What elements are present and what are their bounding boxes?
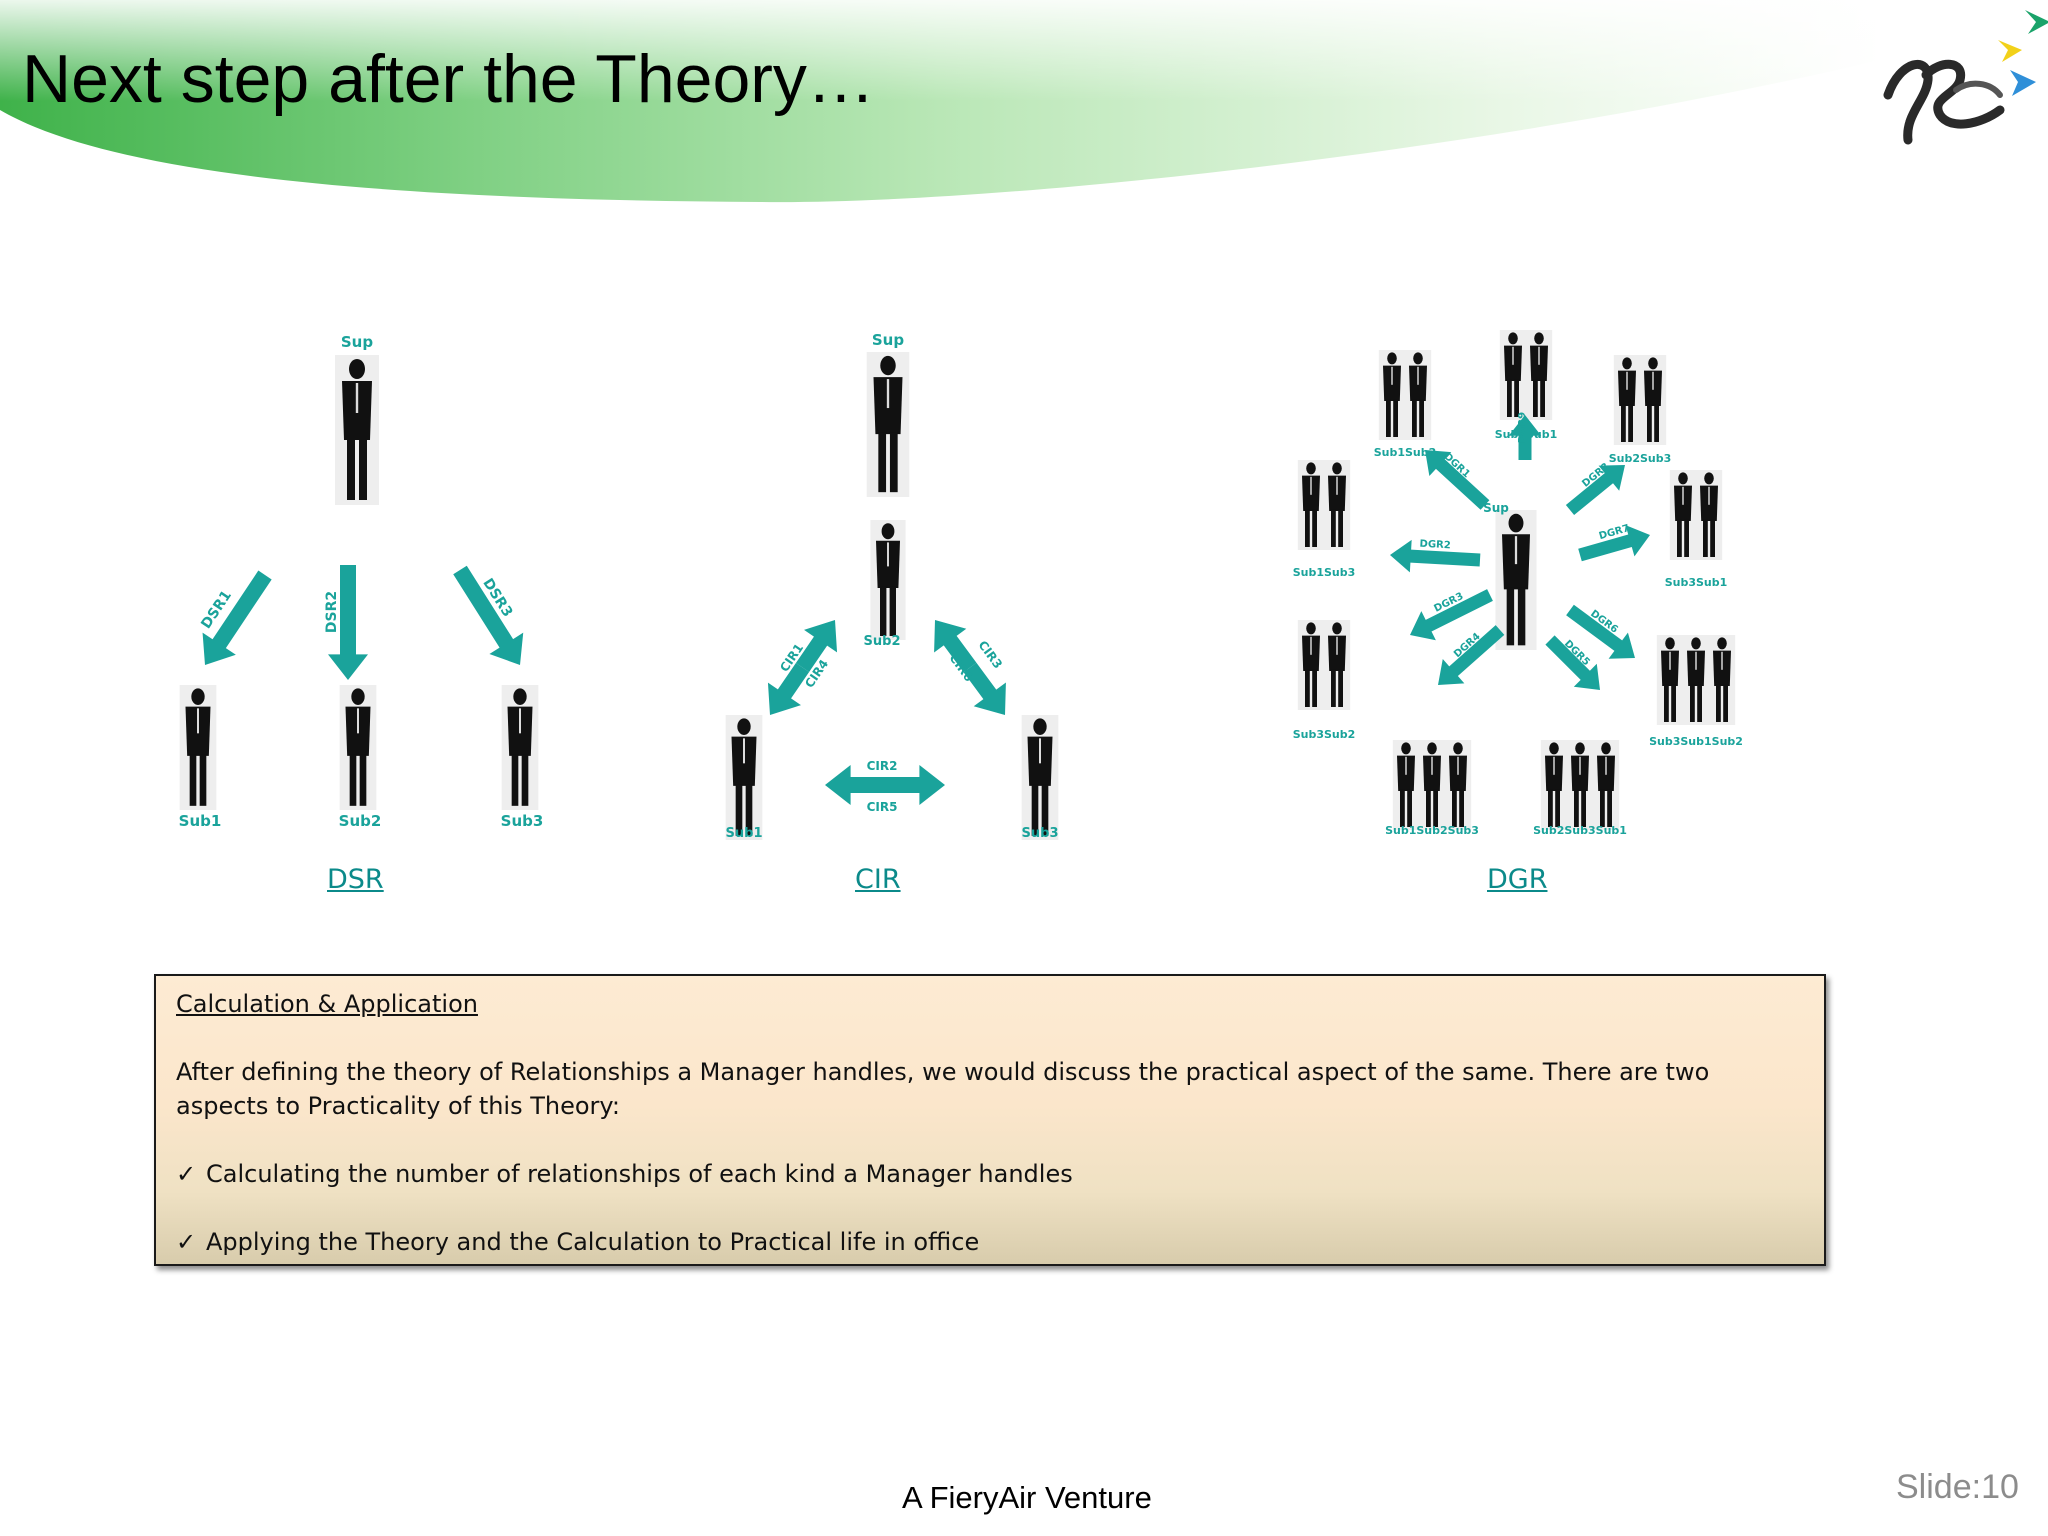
dsr-arrow (202, 570, 272, 665)
sub-label: Sub3 (501, 812, 544, 830)
bullet-text: Calculating the number of relationships … (206, 1160, 1073, 1188)
group-label: Sub3Sub2 (1293, 728, 1356, 741)
cir-arrow (963, 662, 1006, 715)
dgr-arrow (1578, 525, 1650, 562)
person-figure (1708, 635, 1736, 725)
cir-arrow (795, 620, 838, 673)
box-heading: Calculation & Application (176, 990, 478, 1018)
calculation-application-box: Calculation & Application After defining… (154, 974, 1826, 1266)
group-label: Sub1Sub3 (1293, 566, 1356, 579)
arrow-label: CIR2 (867, 759, 898, 773)
person-figure (1444, 740, 1472, 830)
arrow-label: DSR2 (324, 591, 340, 633)
person-figure (870, 520, 906, 640)
person-figure (1682, 635, 1710, 725)
group-label: Sub3Sub1 (1665, 576, 1728, 589)
sup-label: Sup (1483, 501, 1509, 515)
person-figure (1297, 620, 1325, 710)
person-figure (1540, 740, 1568, 830)
person-figure (1378, 350, 1406, 440)
person-figure (501, 685, 539, 810)
bullet-item: ✓ Calculating the number of relationships… (176, 1157, 1784, 1191)
dgr-arrow (1566, 604, 1635, 659)
person-figure (1297, 460, 1325, 550)
arrow-label: DGR2 (1419, 539, 1451, 552)
dgr-arrow (1410, 589, 1493, 641)
bullet-item: ✓ Applying the Theory and the Calculation… (176, 1225, 1784, 1259)
person-figure (1669, 470, 1697, 560)
person-figure (1495, 510, 1537, 650)
arrow-label: CIR5 (867, 800, 898, 814)
bullet-text: Applying the Theory and the Calculation … (206, 1228, 980, 1256)
title-band (0, 0, 1880, 203)
group-label: Sub3Sub1Sub2 (1649, 735, 1743, 748)
person-figure (1639, 355, 1667, 445)
person-figure (866, 352, 910, 497)
sub-label: Sub1 (726, 826, 763, 841)
dgr-arrow (1565, 465, 1625, 516)
sub-label: Sub2 (864, 634, 901, 649)
checkmark-icon: ✓ (176, 1228, 197, 1256)
slide-title: Next step after the Theory… (22, 41, 875, 117)
sup-label: Sup (872, 331, 904, 349)
group-label: Sub1Sub2Sub3 (1385, 824, 1479, 837)
dsr-link[interactable]: DSR (327, 864, 384, 895)
person-figure (339, 685, 377, 810)
cir-arrow (885, 765, 945, 805)
dgr-arrow (1508, 415, 1542, 460)
person-figure (1656, 635, 1684, 725)
slide-number-value: 10 (1981, 1468, 2019, 1506)
cir-arrow (767, 662, 810, 715)
cir-arrow (934, 620, 977, 673)
person-figure (1499, 330, 1527, 420)
person-figure (1566, 740, 1594, 830)
person-figure (1695, 470, 1723, 560)
arrow-label: CIR3 (975, 638, 1005, 671)
arrow-label: DGR9 (1517, 412, 1528, 443)
person-figure (335, 355, 379, 505)
dsr-arrow (328, 565, 368, 680)
slide-number-label: Slide: (1896, 1468, 1982, 1506)
dgr-diagram: SupSub1Sub2Sub2Sub1Sub2Sub3Sub1Sub3Sub3S… (1293, 330, 1743, 837)
cir-link[interactable]: CIR (855, 864, 901, 895)
person-figure (1613, 355, 1641, 445)
company-logo (1883, 10, 2048, 145)
person-figure (725, 715, 763, 840)
person-figure (179, 685, 217, 810)
sub-label: Sub2 (339, 812, 382, 830)
checkmark-icon: ✓ (176, 1160, 197, 1188)
cir-arrow (825, 765, 885, 805)
dsr-arrow (453, 565, 524, 665)
person-figure (1021, 715, 1059, 840)
group-label: Sub1Sub2 (1374, 446, 1437, 459)
person-figure (1592, 740, 1620, 830)
sup-label: Sup (341, 333, 373, 351)
sub-label: Sub1 (179, 812, 222, 830)
dgr-link[interactable]: DGR (1487, 864, 1548, 895)
dgr-arrow (1438, 625, 1505, 685)
person-figure (1418, 740, 1446, 830)
dgr-arrow (1390, 539, 1481, 573)
group-label: Sub2Sub3 (1609, 452, 1672, 465)
person-figure (1392, 740, 1420, 830)
sub-label: Sub3 (1022, 826, 1059, 841)
person-figure (1525, 330, 1553, 420)
dgr-arrow (1545, 635, 1600, 690)
person-figure (1404, 350, 1432, 440)
footer-text: A FieryAir Venture (902, 1480, 1152, 1515)
dgr-arrow (1425, 450, 1490, 510)
slide-number: Slide:10 (1896, 1468, 2019, 1507)
box-paragraph: After defining the theory of Relationshi… (176, 1058, 1710, 1120)
group-label: Sub2Sub3Sub1 (1533, 824, 1627, 837)
person-figure (1323, 460, 1351, 550)
person-figure (1323, 620, 1351, 710)
